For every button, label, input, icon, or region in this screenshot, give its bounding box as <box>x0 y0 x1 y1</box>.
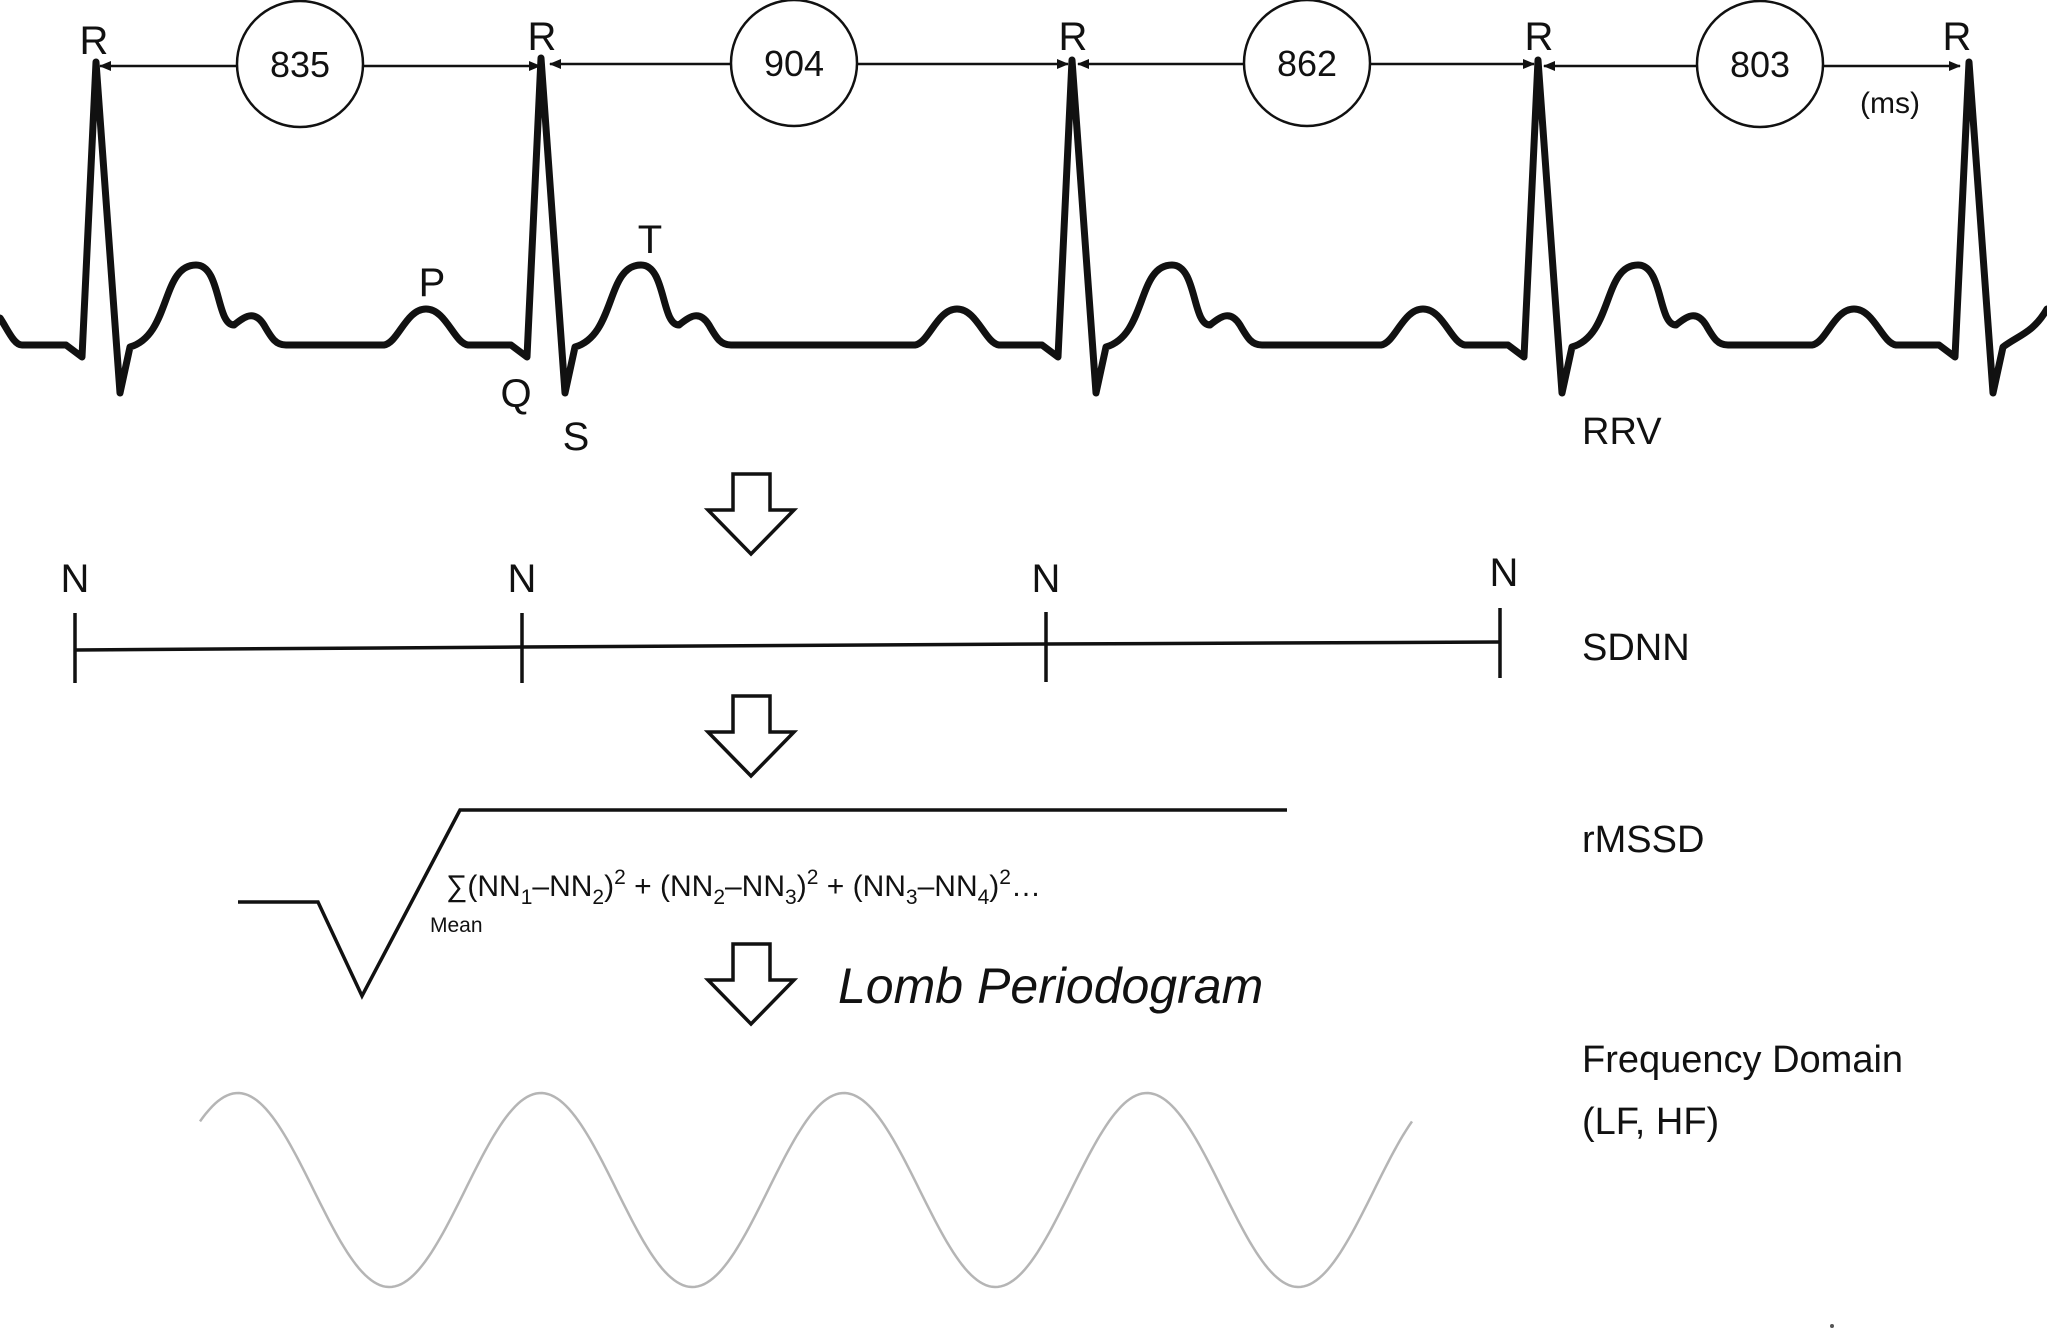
frequency-sine-wave <box>198 1091 1414 1289</box>
down-arrow-3 <box>703 942 799 1027</box>
svg-text:803: 803 <box>1730 44 1790 85</box>
rr-value-3: 862 <box>1242 0 1372 128</box>
nn-interval-line <box>74 640 1501 652</box>
t-wave-label: T <box>638 218 662 262</box>
r-peak-label-4: R <box>1525 15 1554 59</box>
r-peak-label-1: R <box>80 19 109 63</box>
rmssd-formula: ∑(NN1–NN2)2 + (NN2–NN3)2 + (NN3–NN4)2… <box>446 866 1041 909</box>
nn-label-1: N <box>61 557 90 601</box>
rmssd-label: rMSSD <box>1582 819 1704 861</box>
nn-label-4: N <box>1490 551 1519 595</box>
formula-mean-label: Mean <box>430 914 483 937</box>
p-wave-label: P <box>419 261 446 305</box>
s-wave-label: S <box>563 415 590 459</box>
rr-value-1: 835 <box>235 0 365 129</box>
rr-value-2: 904 <box>729 0 859 128</box>
svg-text:904: 904 <box>764 43 824 84</box>
rr-unit-label: (ms) <box>1860 87 1920 120</box>
rr-interval-arrows <box>99 59 1961 71</box>
lomb-periodogram-label: Lomb Periodogram <box>838 958 1263 1014</box>
sdnn-label: SDNN <box>1582 627 1690 669</box>
square-root-sign <box>238 808 1287 1000</box>
nn-label-2: N <box>508 557 537 601</box>
r-peak-label-3: R <box>1059 15 1088 59</box>
frequency-domain-label: Frequency Domain <box>1582 1039 1903 1081</box>
svg-text:835: 835 <box>270 44 330 85</box>
svg-text:862: 862 <box>1277 43 1337 84</box>
ecg-waveform <box>0 54 2047 397</box>
down-arrow-1 <box>703 472 799 557</box>
rrv-label: RRV <box>1582 411 1662 453</box>
down-arrow-2 <box>703 694 799 779</box>
frequency-bands-label: (LF, HF) <box>1582 1101 1719 1143</box>
q-wave-label: Q <box>500 372 531 416</box>
r-peak-label-5: R <box>1943 15 1972 59</box>
nn-label-3: N <box>1032 557 1061 601</box>
r-peak-label-2: R <box>528 15 557 59</box>
stray-dot <box>1830 1324 1834 1328</box>
rr-value-4: 803 <box>1695 0 1825 129</box>
